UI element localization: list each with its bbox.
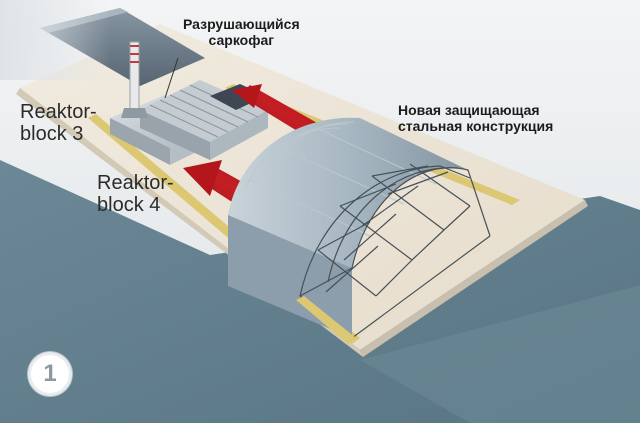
- reactor3-front-wall: [110, 118, 170, 165]
- label-sarcophagus: Разрушающийся саркофаг: [183, 16, 300, 48]
- ventilation-stack: [129, 41, 140, 113]
- step-number-badge: 1: [28, 352, 72, 396]
- label-new-structure-line2: стальная конструкция: [398, 117, 554, 134]
- stack-stripes: [130, 45, 139, 63]
- label-reactor4-line1: Reaktor-: [97, 172, 174, 194]
- label-new-structure-line1: Новая защищающая: [398, 102, 540, 118]
- label-reactor4: Reaktor- block 4: [97, 172, 174, 217]
- label-reactor3: Reaktor- block 3: [20, 101, 97, 146]
- site-pad-edge: [360, 200, 588, 357]
- nsc-shell-side: [228, 215, 352, 338]
- label-sarcophagus-line1: Разрушающийся: [183, 16, 300, 32]
- haze: [0, 0, 110, 80]
- arrow-upper-head: [232, 84, 262, 108]
- label-reactor4-line2: block 4: [97, 194, 161, 217]
- label-reactor3-line2: block 3: [20, 123, 84, 146]
- sarcophagus-leader-line: [164, 57, 179, 99]
- label-sarcophagus-line2: саркофаг: [208, 31, 275, 48]
- nsc-foundation-left: [296, 296, 356, 344]
- nsc-shell-panels: [244, 121, 437, 237]
- arrow-lower-head: [183, 160, 222, 196]
- sarcophagus-side: [210, 110, 268, 160]
- stack-base: [121, 108, 148, 118]
- label-new-structure: Новая защищающая стальная конструкция: [398, 102, 554, 134]
- nsc-foundation-right: [348, 238, 494, 344]
- ground-shadow: [360, 285, 640, 423]
- nsc-shell-roof: [228, 117, 468, 269]
- label-reactor3-line1: Reaktor-: [20, 101, 97, 123]
- sarcophagus-front: [140, 110, 210, 160]
